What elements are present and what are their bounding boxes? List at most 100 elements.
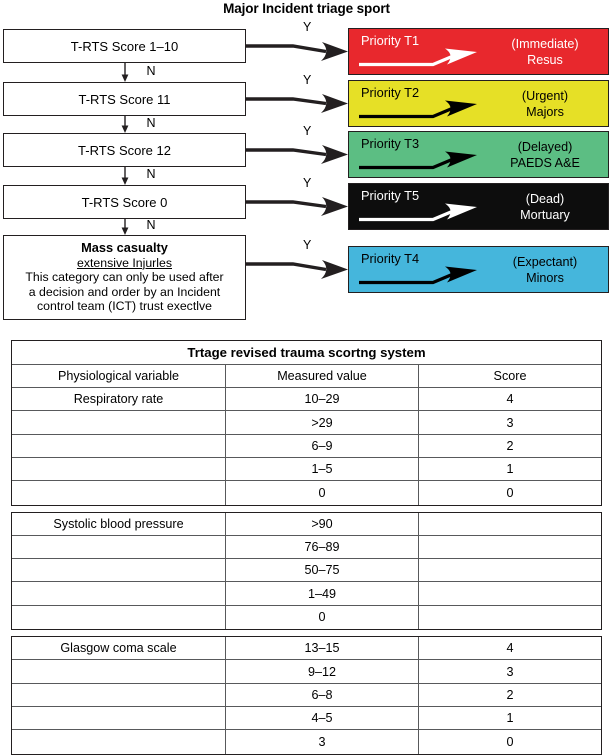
table-cell-variable (12, 730, 226, 754)
table-title: Trtage revised trauma scortng system (187, 344, 426, 360)
connector-yes-5 (246, 250, 348, 284)
decision-box-1: T-RTS Score 1–10 (3, 29, 246, 63)
table-cell-score: 2 (506, 687, 514, 702)
table-cell-value: >29 (226, 411, 419, 434)
table-cell-value: 6–9 (226, 434, 419, 457)
table-cell-value: 3 (226, 730, 419, 754)
decision-box-2: T-RTS Score 11 (3, 82, 246, 116)
table-cell-score: 2 (506, 438, 514, 453)
table-cell-score: 1 (506, 711, 514, 726)
decision-box-label: T-RTS Score 12 (78, 142, 171, 158)
mass-casualty-line-2: a decision and order by an Incident (28, 284, 221, 299)
table-header-score: Score (493, 368, 527, 383)
priority-outcome: (Urgent)Majors (491, 89, 599, 120)
table-cell-value: 50–75 (226, 559, 419, 582)
table-row: 76–89 (12, 535, 601, 560)
connector-yes-label-1: Y (303, 20, 312, 34)
priority-box-5: Priority T4 (Expectant)Minors (348, 246, 609, 293)
priority-outcome: (Dead)Mortuary (491, 192, 599, 223)
decision-box-4: T-RTS Score 0 (3, 185, 246, 219)
connector-yes-1 (246, 32, 348, 66)
priority-outcome: (Delayed)PAEDS A&E (491, 140, 599, 171)
table-cell-score (419, 559, 601, 581)
table-cell-score: 4 (506, 392, 514, 407)
table-row: 6–8 2 (12, 683, 601, 707)
priority-label: Priority T5 (361, 188, 420, 203)
table-cell-variable (12, 605, 226, 630)
priority-outcome-line-2: Resus (527, 52, 563, 67)
connector-no-label-2: N (146, 115, 156, 130)
table-cell-score: 1 (506, 462, 514, 477)
page-title: Major Incident triage sport (223, 1, 390, 16)
priority-outcome-line-1: (Delayed) (517, 140, 573, 154)
table-cell-value: 0 (226, 481, 419, 505)
connector-no-1 (117, 63, 133, 82)
priority-arrow-icon (359, 48, 477, 70)
connector-no-2 (117, 116, 133, 133)
decision-box-3: T-RTS Score 12 (3, 133, 246, 167)
priority-arrow-icon (359, 151, 477, 173)
table-cell-variable (12, 434, 226, 457)
connector-yes-2 (246, 85, 348, 118)
connector-yes-label-2: Y (303, 73, 312, 87)
priority-label: Priority T4 (361, 251, 420, 266)
table-cell-score: 0 (506, 485, 514, 500)
priority-label: Priority T2 (361, 85, 420, 100)
table-cell-score (419, 513, 601, 535)
table-cell-score (419, 606, 601, 629)
connector-no-label-1: N (146, 63, 156, 78)
table-cell-score (419, 582, 601, 604)
table-cell-variable: Respiratory rate (12, 388, 226, 411)
table-cell-variable (12, 481, 226, 505)
table-cell-variable (12, 706, 226, 730)
table-row: 1–49 (12, 582, 601, 606)
table-cell-value: 1–49 (226, 582, 419, 605)
table-cell-score: 4 (506, 641, 514, 656)
table-cell-score: 0 (506, 734, 514, 749)
table-row: 9–12 3 (12, 660, 601, 684)
table-cell-value: 6–8 (226, 683, 419, 706)
decision-box-label: T-RTS Score 11 (78, 91, 171, 107)
connector-yes-3 (246, 136, 348, 169)
connector-no-label-4: N (146, 218, 156, 232)
priority-box-1: Priority T1 (Immediate)Resus (348, 28, 609, 75)
priority-box-2: Priority T2 (Urgent)Majors (348, 80, 609, 127)
mass-casualty-title: Mass casualty (81, 240, 168, 256)
table-cell-value: 9–12 (226, 660, 419, 683)
connector-yes-4 (246, 188, 348, 221)
table-title-row: Trtage revised trauma scortng system (12, 341, 601, 365)
table-row: 1–5 1 (12, 457, 601, 482)
priority-box-3: Priority T3(Delayed)PAEDS A&E (348, 131, 609, 178)
priority-arrow-icon (359, 203, 477, 225)
table-row: 0 (12, 605, 601, 630)
priority-outcome: (Immediate)Resus (491, 37, 599, 68)
priority-outcome-line-1: (Immediate) (511, 37, 579, 51)
priority-outcome-line-2: PAEDS A&E (510, 155, 580, 170)
table-cell-value: 76–89 (226, 535, 419, 559)
mass-casualty-subtitle: extensive Injurles (76, 255, 172, 270)
mass-casualty-line-3: control team (ICT) trust exectlve (37, 299, 212, 314)
priority-label: Priority T1 (361, 33, 420, 48)
table-cell-score: 3 (506, 664, 514, 679)
priority-outcome-line-2: Majors (526, 104, 564, 119)
table-row: Systolic blood pressure>90 (12, 512, 601, 536)
priority-outcome-line-2: Minors (526, 270, 564, 285)
table-cell-score: 3 (506, 415, 514, 430)
decision-box-label: T-RTS Score 1–10 (70, 38, 179, 54)
table-cell-value: 1–5 (226, 457, 419, 481)
connector-no-3 (117, 167, 133, 185)
priority-outcome-line-1: (Dead) (525, 192, 565, 206)
table-row: 50–75 (12, 559, 601, 583)
connector-no-4 (117, 219, 133, 235)
priority-outcome-line-1: (Expectant) (512, 255, 578, 269)
table-row: 6–9 2 (12, 434, 601, 458)
